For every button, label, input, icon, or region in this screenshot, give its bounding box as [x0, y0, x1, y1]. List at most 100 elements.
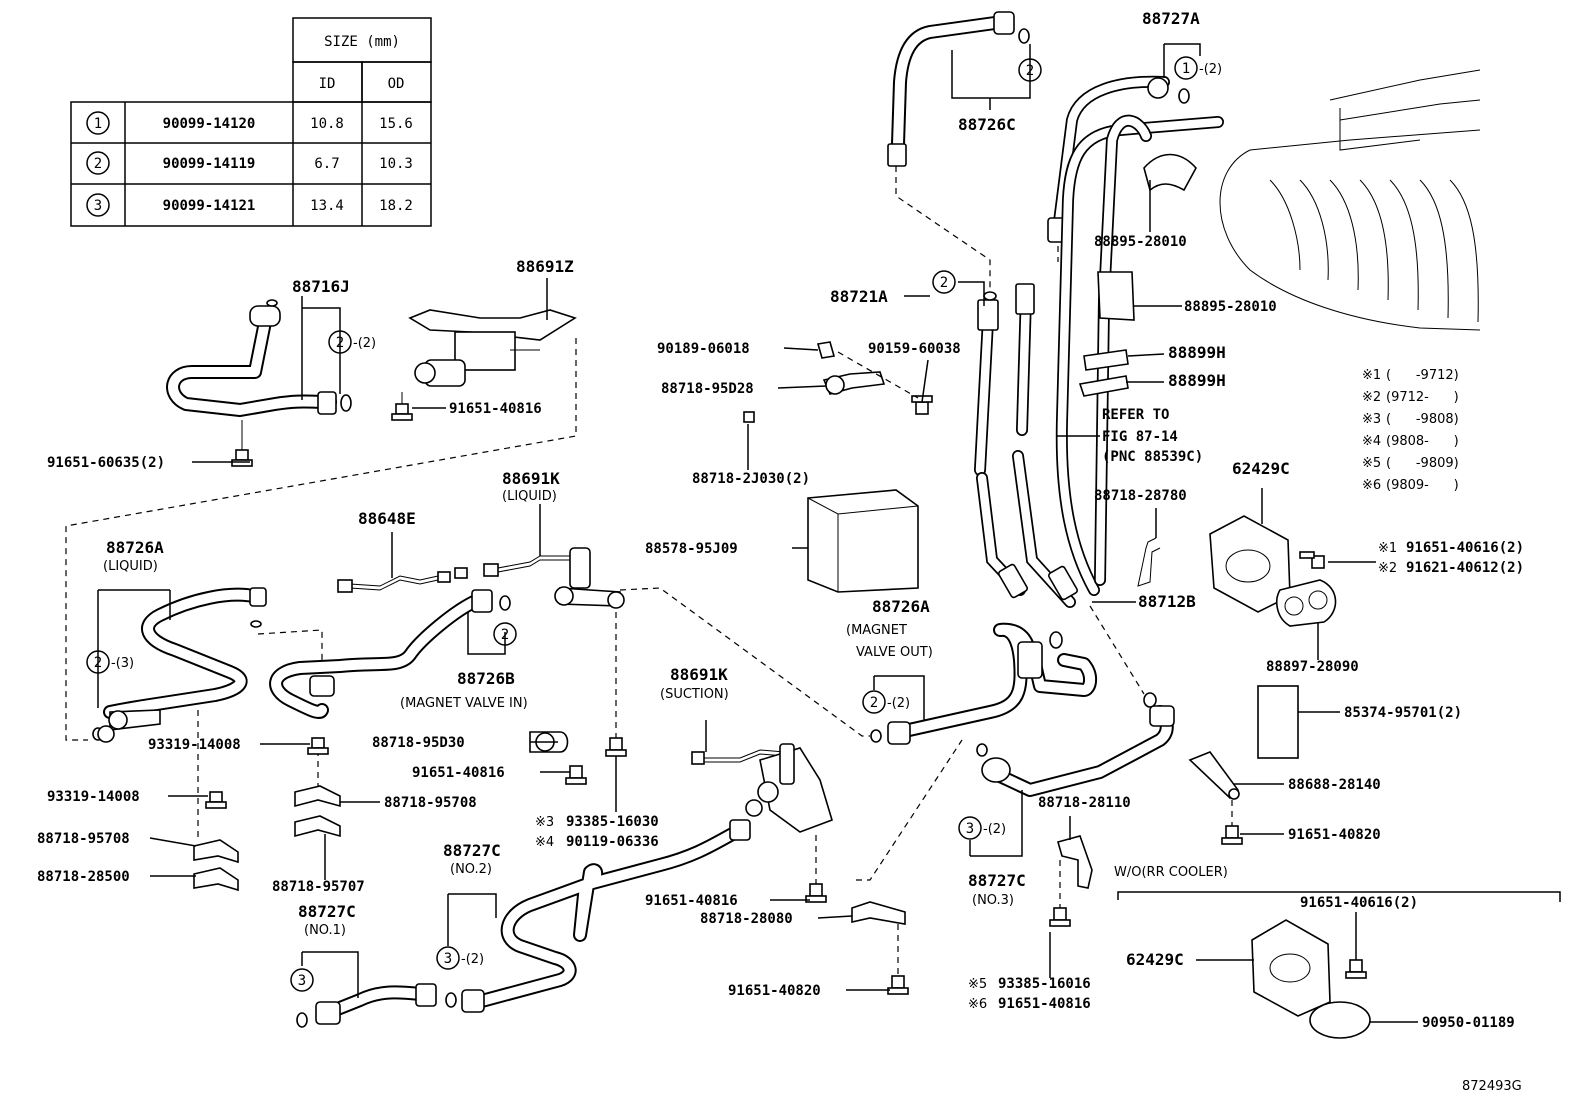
- label-88691K-liquid: 88691K: [502, 469, 560, 488]
- applic-2-range: (9712- ): [1386, 390, 1459, 405]
- mark-1-88727A: 1: [1182, 61, 1190, 77]
- mark-2-88721A: 2: [940, 275, 948, 291]
- applic-1-range: ( -9712): [1386, 368, 1459, 383]
- box-88578-95J09-drawing: [807, 489, 919, 593]
- size-row-3-part: 90099-14121: [163, 198, 256, 214]
- label-93385-16030: 93385-16030: [566, 814, 659, 830]
- label-refer-1: REFER TO: [1102, 407, 1169, 423]
- pipe-88726A-magnet-out-drawing: [870, 622, 1097, 745]
- qty-3-88726A: -(3): [111, 656, 134, 671]
- label-88718-28500: 88718-28500: [37, 869, 130, 885]
- mark-x5: ※5: [968, 977, 987, 992]
- pads-88895-drawing: [1078, 153, 1197, 397]
- mark-x4: ※4: [535, 835, 554, 850]
- label-93385-16016: 93385-16016: [998, 976, 1091, 992]
- size-table: SIZE (mm) ID OD 1 90099-14120 10.8 15.6 …: [70, 17, 432, 227]
- size-row-1-part: 90099-14120: [163, 116, 256, 132]
- label-88895-28010-a: 88895-28010: [1094, 234, 1187, 250]
- mark-x3: ※3: [535, 815, 554, 830]
- mark-2-88726C: 2: [1026, 63, 1034, 79]
- wire-clip-88718-28780: [1137, 537, 1161, 587]
- dashed-leader-clamp-to-bolt: [837, 351, 919, 399]
- label-88718-28110: 88718-28110: [1038, 795, 1131, 811]
- pipe-88726C-drawing: [887, 11, 1030, 167]
- label-88712B: 88712B: [1138, 592, 1196, 611]
- size-table-header: SIZE (mm): [324, 34, 400, 50]
- harness-88648E-drawing: [337, 567, 468, 593]
- label-88718-95708-a: 88718-95708: [384, 795, 477, 811]
- applic-5-range: ( -9809): [1386, 456, 1459, 471]
- applic-1-mark: ※1: [1362, 368, 1381, 383]
- dashed-leader-88691Z-88726A: [65, 338, 577, 741]
- label-88726B: 88726B: [457, 669, 515, 688]
- applic-4-range: (9808- ): [1386, 434, 1459, 449]
- cover-62429C-a-drawing: [1209, 515, 1337, 627]
- label-91651-40820-a: 91651-40820: [728, 983, 821, 999]
- block-85374-95701: [1257, 685, 1299, 759]
- label-93319-14008-a: 93319-14008: [148, 737, 241, 753]
- applic-6-range: (9809- ): [1386, 478, 1459, 493]
- label-88899H-b: 88899H: [1168, 371, 1226, 390]
- mark-2-88726B: 2: [501, 627, 509, 643]
- label-88727C-no2: 88727C: [443, 841, 501, 860]
- label-88727C-no1: 88727C: [298, 902, 356, 921]
- size-row-2-od: 10.3: [379, 156, 413, 172]
- label-88721A: 88721A: [830, 287, 888, 306]
- pipe-88727C-no3-drawing: [976, 692, 1175, 797]
- figure-id: 872493G: [1462, 1079, 1522, 1094]
- label-88691Z: 88691Z: [516, 257, 574, 276]
- label-91651-40816-c: 91651-40816: [645, 893, 738, 909]
- label-91651-40616-b: 91651-40616(2): [1300, 895, 1418, 911]
- mark-2-88726A: 2: [94, 655, 102, 671]
- size-row-2-part: 90099-14119: [163, 156, 256, 172]
- label-88691K-liquid-sub: (LIQUID): [502, 489, 557, 504]
- label-88726C: 88726C: [958, 115, 1016, 134]
- label-88718-28780: 88718-28780: [1094, 488, 1187, 504]
- size-row-1-mark: 1: [94, 116, 102, 132]
- label-88727C-no2-sub: (NO.2): [450, 862, 492, 877]
- qty-2-no2: -(2): [461, 952, 484, 967]
- qty-2-no3: -(2): [983, 822, 1006, 837]
- label-refer-2: FIG 87-14: [1102, 429, 1178, 445]
- size-row-3-mark: 3: [94, 198, 102, 214]
- label-91651-40816-a: 91651-40816: [449, 401, 542, 417]
- applic-3-range: ( -9808): [1386, 412, 1459, 427]
- mark-x6: ※6: [968, 997, 987, 1012]
- dashed-leader-valve-liquid-to-out: [619, 587, 870, 737]
- label-91651-40816-b: 91651-40816: [412, 765, 505, 781]
- dashed-leader-suction-to-no3: [856, 739, 963, 881]
- label-88726A-magnet-sub2: VALVE OUT): [856, 645, 933, 660]
- size-row-1-id: 10.8: [310, 116, 344, 132]
- qty-2-88727A: -(2): [1199, 62, 1222, 77]
- size-row-3-od: 18.2: [379, 198, 413, 214]
- mark-2-88716J: 2: [336, 335, 344, 351]
- label-91651-40616: 91651-40616(2): [1406, 540, 1524, 556]
- label-88726A-liquid: 88726A: [106, 538, 164, 557]
- label-88691K-suction: 88691K: [670, 665, 728, 684]
- label-88726B-sub: (MAGNET VALVE IN): [400, 696, 528, 711]
- label-88718-95707: 88718-95707: [272, 879, 365, 895]
- mark-3-no3: 3: [966, 821, 974, 837]
- label-wo-rr-cooler: W/O(RR COOLER): [1114, 865, 1228, 880]
- bracket-88691Z-drawing: [391, 309, 577, 421]
- label-88895-28010-b: 88895-28010: [1184, 299, 1277, 315]
- hose-88721A-drawing: [974, 283, 1078, 608]
- size-row-3-id: 13.4: [310, 198, 344, 214]
- label-88718-95D30: 88718-95D30: [372, 735, 465, 751]
- label-93319-14008-b: 93319-14008: [47, 789, 140, 805]
- label-88718-28080: 88718-28080: [700, 911, 793, 927]
- clips-lower-left-drawing: [193, 737, 341, 892]
- applic-5-mark: ※5: [1362, 456, 1381, 471]
- pipe-88726A-liquid-drawing: [92, 587, 267, 743]
- label-88727C-no3-sub: (NO.3): [972, 893, 1014, 908]
- valve-88691K-suction-drawing: [691, 743, 833, 833]
- bolts-center-drawing: [529, 731, 909, 995]
- label-88718-2J030: 88718-2J030(2): [692, 471, 810, 487]
- leader-lines: [97, 43, 1561, 1023]
- duct-housing-drawing: [1219, 69, 1481, 331]
- size-table-col-id: ID: [319, 76, 336, 92]
- pipe-88727C-no2-drawing: [445, 819, 751, 1013]
- mark-3-no2: 3: [444, 951, 452, 967]
- label-88648E: 88648E: [358, 509, 416, 528]
- hose-88712B-drawing: [1047, 75, 1224, 596]
